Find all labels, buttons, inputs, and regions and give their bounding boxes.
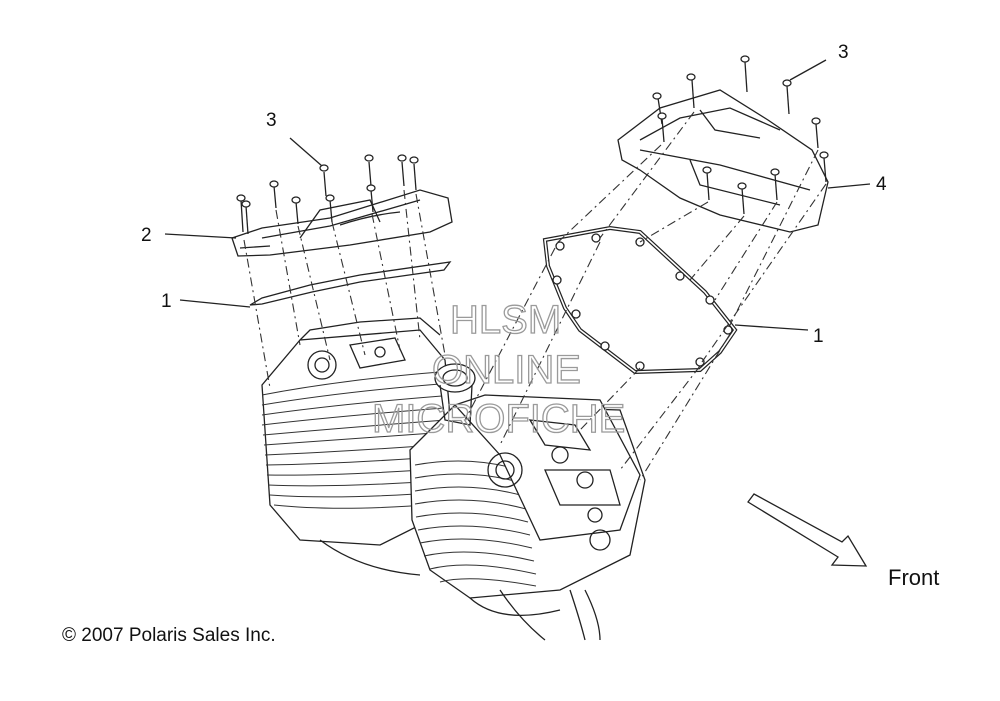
right-gasket-callout: 1	[813, 326, 824, 347]
watermark: HLSM ONLINE MICROFICHE	[371, 297, 626, 441]
left-gasket-callout: 1	[161, 291, 172, 312]
front-gasket	[542, 225, 738, 375]
rear-gasket	[249, 261, 452, 306]
right-cover-callout: 4	[876, 174, 887, 195]
alignment-lines	[243, 111, 827, 481]
watermark-line-2: ONLINE	[432, 348, 581, 392]
leader-lines	[164, 59, 871, 331]
front-cylinder-fins	[414, 460, 537, 587]
front-cover-bolts	[652, 55, 829, 215]
watermark-line-1: HLSM	[450, 298, 561, 342]
arrow-down-right-icon	[747, 493, 868, 567]
rear-rocker-cover	[231, 189, 453, 257]
front-rocker-cover	[617, 89, 829, 233]
left-cover-callout: 2	[141, 225, 152, 246]
copyright-notice: © 2007 Polaris Sales Inc.	[62, 625, 276, 646]
watermark-line-3: MICROFICHE	[372, 397, 625, 441]
right-bolt-callout: 3	[838, 42, 849, 63]
left-bolt-callout: 3	[266, 110, 277, 131]
engine-assembly	[261, 317, 646, 641]
rear-cover-bolts	[236, 154, 419, 235]
front-direction-label: Front	[888, 565, 939, 590]
